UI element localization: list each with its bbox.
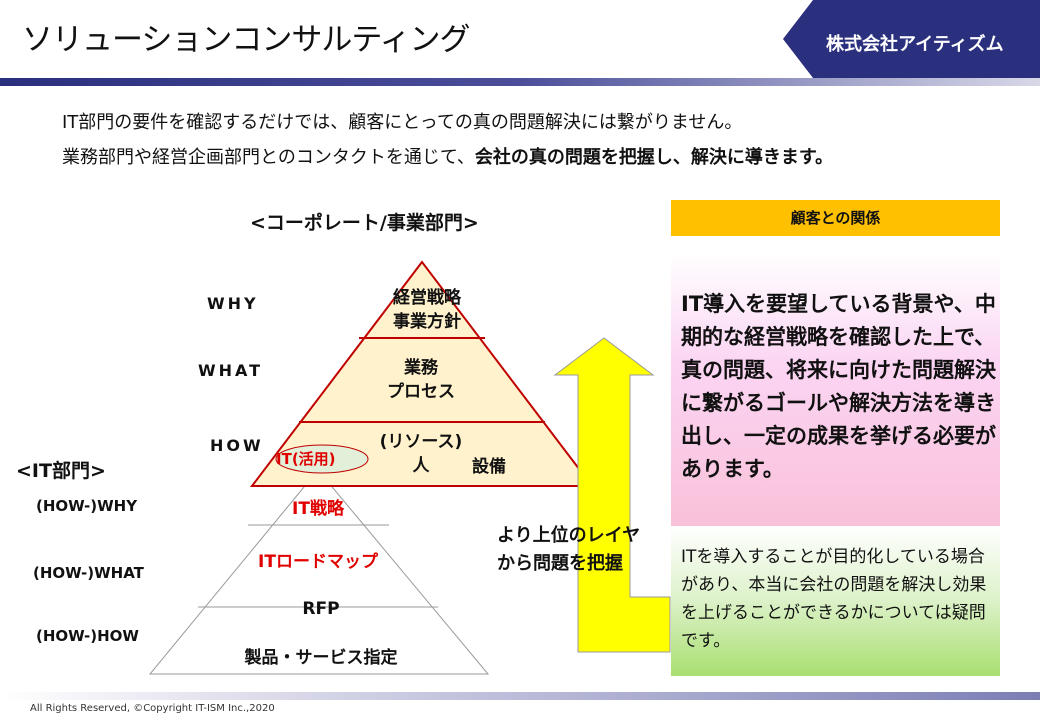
- it-usage-ellipse: [275, 444, 369, 474]
- page-title: ソリューションコンサルティング: [22, 22, 471, 58]
- tier-it-usage: IT(活用): [276, 450, 336, 468]
- level-how: HOW: [210, 436, 264, 455]
- footer-divider: [0, 692, 1040, 700]
- up-arrow-label: より上位のレイヤ から問題を把握: [497, 522, 640, 578]
- intro-line-1: IT部門の要件を確認するだけでは、顧客にとっての真の問題解決には繋がりません。: [62, 112, 743, 133]
- it-dept-label: <IT部門>: [16, 460, 106, 482]
- tier-strategy-line2: 事業方針: [393, 312, 461, 332]
- title-divider: [0, 78, 1040, 86]
- relationship-main-text: IT導入を要望している背景や、中期的な経営戦略を確認した上で、真の問題、将来に向…: [681, 292, 996, 481]
- tier-it-strategy: IT戦略: [292, 499, 344, 519]
- tier-strategy-line1: 経営戦略: [393, 288, 461, 308]
- intro-line-2-bold: 会社の真の問題を把握し、解決に導きます。: [474, 147, 834, 168]
- tier-business: 業務 プロセス: [366, 356, 476, 404]
- tier-resources-people: 人: [412, 456, 430, 476]
- footer-copyright: All Rights Reserved, ©Copyright IT-ISM I…: [30, 703, 275, 714]
- tier-products: 製品・サービス指定: [244, 648, 398, 668]
- level-what: WHAT: [198, 361, 264, 380]
- up-arrow-label-line2: から問題を把握: [497, 553, 623, 574]
- relationship-header: 顧客との関係: [671, 200, 1000, 236]
- it-level-how: (HOW-)HOW: [36, 627, 139, 645]
- up-arrow-shape: [553, 337, 671, 653]
- corporate-pyramid: [249, 260, 595, 487]
- company-banner-shape: [783, 0, 1040, 78]
- tier-resources: (リソース) 人: [366, 430, 476, 478]
- tier-rfp: RFP: [302, 599, 340, 619]
- tier-business-line1: 業務: [404, 358, 438, 378]
- company-banner: [783, 0, 1040, 78]
- intro-line-2: 業務部門や経営企画部門とのコンタクトを通じて、会社の真の問題を把握し、解決に導き…: [62, 143, 833, 169]
- intro-line-2-plain: 業務部門や経営企画部門とのコンタクトを通じて、: [62, 147, 475, 168]
- tier-resources-label: (リソース): [379, 432, 463, 452]
- tier-strategy: 経営戦略 事業方針: [372, 286, 482, 334]
- it-pyramid: [148, 469, 490, 675]
- tier-business-line2: プロセス: [387, 382, 455, 402]
- it-level-why: (HOW-)WHY: [36, 497, 138, 515]
- relationship-sub-box: [671, 526, 1000, 676]
- it-level-what: (HOW-)WHAT: [33, 564, 144, 582]
- tier-equipment: 設備: [472, 457, 506, 477]
- up-arrow-label-line1: より上位のレイヤ: [497, 525, 641, 546]
- company-name: 株式会社アイティズム: [826, 34, 1004, 55]
- corporate-label: <コーポレート/事業部門>: [250, 212, 479, 234]
- tier-it-roadmap: ITロードマップ: [258, 552, 378, 572]
- relationship-sub-text: ITを導入することが目的化している場合があり、本当に会社の問題を解決し効果を上げ…: [681, 547, 987, 651]
- relationship-main-box: [671, 254, 1000, 526]
- level-why: WHY: [207, 294, 259, 313]
